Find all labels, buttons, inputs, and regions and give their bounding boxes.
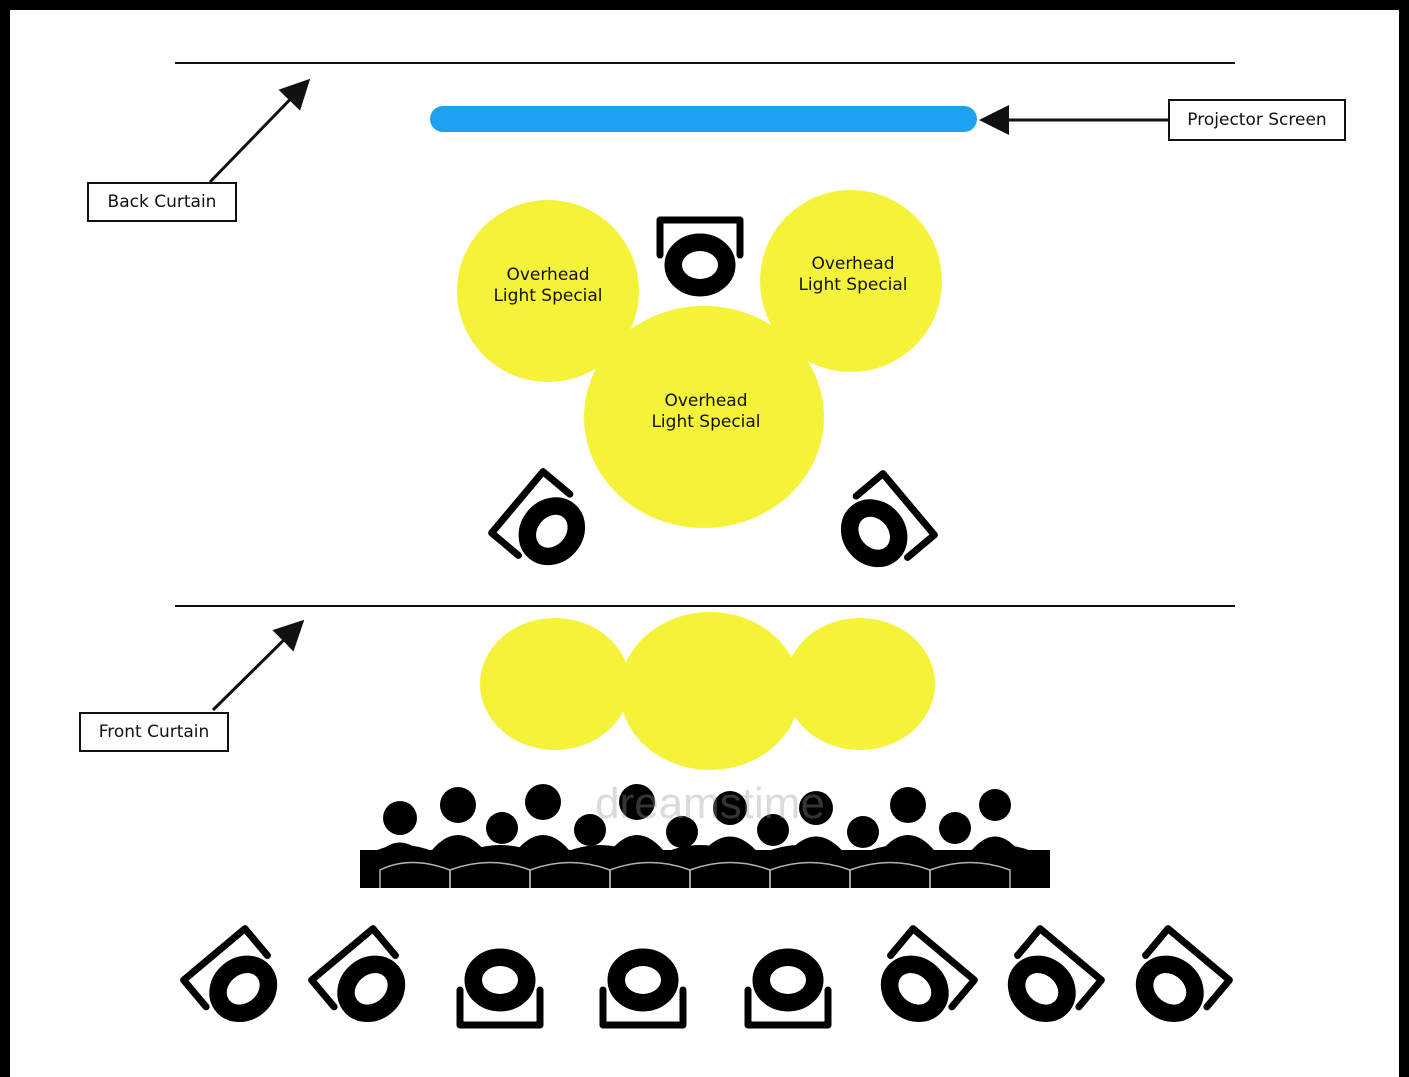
front-curtain-line xyxy=(175,605,1235,607)
front-curtain-arrow xyxy=(211,619,305,712)
light-special-right-text: Overhead Light Special xyxy=(798,254,908,295)
stage-light-icon xyxy=(1007,925,1105,1023)
audience-silhouette-icon: dreamstime xyxy=(360,779,1050,888)
annotation-arrows xyxy=(208,78,1170,712)
front-light-pool-center xyxy=(620,612,800,770)
stage-plot: Back Curtain Projector Screen Front Curt… xyxy=(10,10,1399,1077)
light-special-center-label: Overhead Light Special xyxy=(626,391,786,433)
stage-light-icon xyxy=(180,925,278,1023)
stage-light-icon xyxy=(744,948,832,1029)
front-light-pool-right xyxy=(785,618,935,750)
stage-light-icon xyxy=(488,468,586,566)
projector-screen-label: Projector Screen xyxy=(1168,99,1346,141)
stage-light-icon xyxy=(1135,925,1233,1023)
back-curtain-line xyxy=(175,62,1235,64)
stage-light-icon xyxy=(599,948,687,1029)
stage-light-icon xyxy=(456,948,544,1029)
projector-screen xyxy=(430,106,977,132)
stage-light-icon xyxy=(840,470,938,568)
front-curtain-label: Front Curtain xyxy=(79,712,229,752)
light-special-right-label: Overhead Light Special xyxy=(773,254,933,296)
light-special-center-text: Overhead Light Special xyxy=(651,391,761,432)
watermark-text: dreamstime xyxy=(595,779,825,828)
back-curtain-label: Back Curtain xyxy=(87,182,237,222)
front-light-pool-left xyxy=(480,618,630,750)
light-special-center xyxy=(584,306,824,528)
stage-light-icon xyxy=(880,925,978,1023)
back-curtain-arrow xyxy=(208,78,311,184)
stage-light-icon xyxy=(308,925,406,1023)
light-special-left-label: Overhead Light Special xyxy=(468,265,628,307)
light-special-left-text: Overhead Light Special xyxy=(493,265,603,306)
stage-light-icon xyxy=(656,216,744,297)
